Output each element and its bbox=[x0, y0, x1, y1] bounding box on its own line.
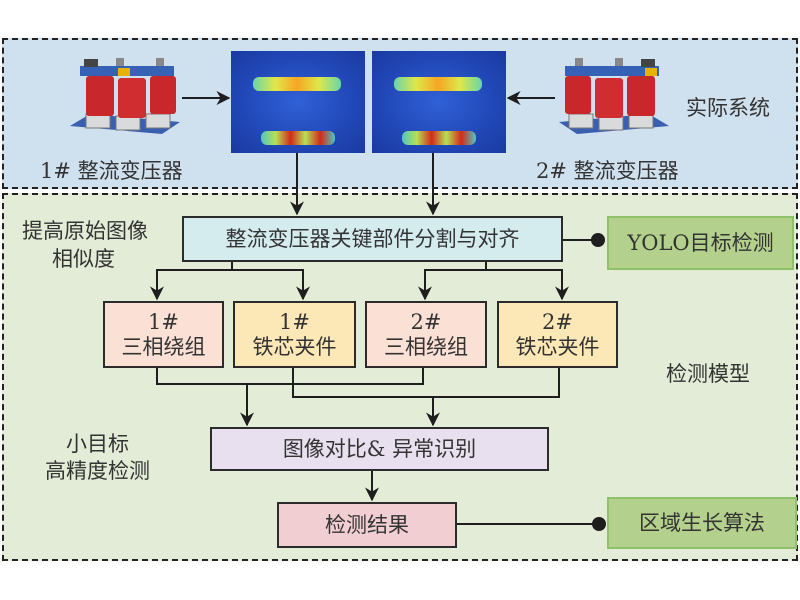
similarity-annotation-line2: 相似度 bbox=[52, 247, 115, 271]
compare-anomaly-box: 图像对比& 异常识别 bbox=[210, 427, 549, 471]
detection-model-label: 检测模型 bbox=[666, 362, 750, 386]
yolo-detection-box: YOLO目标检测 bbox=[607, 216, 794, 270]
thermal-image-2 bbox=[372, 51, 506, 153]
region-growing-label: 区域生长算法 bbox=[639, 510, 765, 535]
region-growing-box: 区域生长算法 bbox=[607, 497, 797, 549]
small-target-annotation-line1: 小目标 bbox=[66, 432, 129, 456]
similarity-annotation-line1: 提高原始图像 bbox=[22, 219, 148, 243]
small-target-annotation-line2: 高精度检测 bbox=[45, 459, 150, 483]
detection-result-label: 检测结果 bbox=[325, 512, 409, 537]
segmentation-alignment-box: 整流变压器关键部件分割与对齐 bbox=[182, 216, 563, 262]
component-box-2: 1# 铁芯夹件 bbox=[233, 301, 356, 368]
compare-anomaly-label: 图像对比& 异常识别 bbox=[282, 436, 477, 461]
yolo-detection-label: YOLO目标检测 bbox=[627, 230, 774, 255]
transformer-1-label: 1# 整流变压器 bbox=[40, 159, 183, 183]
component-3-line1: 2# bbox=[410, 309, 442, 334]
transformer-1-icon bbox=[66, 52, 184, 140]
transformer-2-label: 2# 整流变压器 bbox=[536, 159, 679, 183]
segmentation-alignment-label: 整流变压器关键部件分割与对齐 bbox=[225, 226, 520, 251]
component-1-line2: 三相绕组 bbox=[121, 334, 206, 359]
component-2-line2: 铁芯夹件 bbox=[252, 334, 337, 359]
real-system-label: 实际系统 bbox=[686, 96, 770, 120]
detection-result-box: 检测结果 bbox=[277, 502, 457, 548]
component-4-line2: 铁芯夹件 bbox=[515, 334, 600, 359]
thermal-image-1 bbox=[231, 51, 365, 153]
component-box-1: 1# 三相绕组 bbox=[103, 301, 224, 368]
component-box-4: 2# 铁芯夹件 bbox=[497, 301, 618, 368]
component-4-line1: 2# bbox=[542, 309, 573, 334]
component-box-3: 2# 三相绕组 bbox=[365, 301, 487, 368]
component-2-line1: 1# bbox=[279, 309, 310, 334]
component-1-line1: 1# bbox=[148, 309, 179, 334]
component-3-line2: 三相绕组 bbox=[384, 334, 468, 359]
transformer-2-icon bbox=[555, 52, 673, 140]
